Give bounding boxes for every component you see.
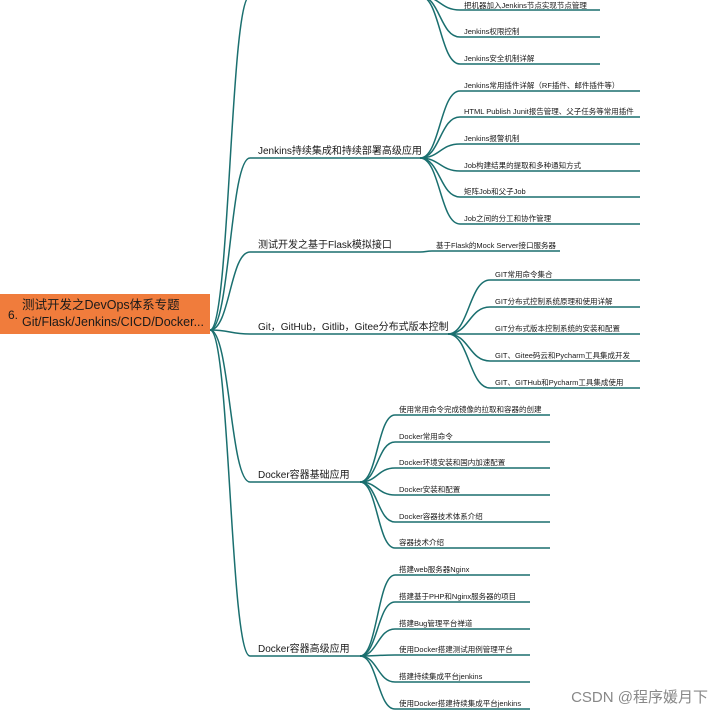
leaf-connector [359, 441, 396, 483]
leaf-connector [419, 250, 433, 253]
leaf-node[interactable]: 使用Docker搭建持续集成平台jenkins [399, 699, 522, 708]
leaf-connector [447, 333, 491, 362]
leaf-connector [419, 157, 461, 225]
leaf-connector [419, 90, 461, 159]
leaf-connector [447, 333, 491, 389]
leaf-connector [359, 655, 396, 683]
leaf-connector [419, 116, 461, 159]
root-title-line2: Git/Flask/Jenkins/CICD/Docker... [22, 315, 204, 329]
root-node[interactable]: 6. 测试开发之DevOps体系专题 Git/Flask/Jenkins/CIC… [0, 294, 210, 334]
leaf-node[interactable]: HTML Publish Junit报告管理、父子任务等常用插件 [464, 107, 634, 116]
root-connector [209, 157, 251, 331]
branch-docker-basic[interactable]: Docker容器基础应用 [258, 470, 350, 481]
leaf-node[interactable]: GIT分布式版本控制系统的安装和配置 [495, 324, 620, 333]
leaf-connector [428, 0, 461, 38]
root-connector [209, 251, 251, 331]
leaf-connector [359, 628, 396, 657]
root-connector [209, 329, 251, 483]
leaf-connector [359, 574, 396, 657]
leaf-node[interactable]: Jenkins常用插件详解（RF插件、邮件插件等） [464, 81, 620, 90]
leaf-connector [359, 481, 396, 549]
leaf-connector [433, 0, 461, 11]
leaf-node[interactable]: GIT、Gitee码云和Pycharm工具集成开发 [495, 351, 631, 360]
branch-flask-mock[interactable]: 测试开发之基于Flask模拟接口 [258, 240, 392, 251]
leaf-connector [447, 306, 491, 335]
leaf-node[interactable]: 搭建持续集成平台jenkins [399, 672, 483, 681]
leaf-node[interactable]: GIT、GITHub和Pycharm工具集成使用 [495, 378, 624, 387]
root-number: 6. [8, 308, 19, 322]
leaf-node[interactable]: GIT常用命令集合 [495, 270, 553, 279]
root-connector [209, 0, 248, 331]
root-connector [209, 329, 251, 335]
leaf-node[interactable]: 容器技术介绍 [399, 538, 444, 547]
leaf-connector [447, 279, 491, 335]
leaf-node[interactable]: 把机器加入Jenkins节点实现节点管理 [464, 1, 587, 10]
watermark: CSDN @程序媛月下 [571, 689, 708, 706]
branch-git-version-control[interactable]: Git，GitHub，Gitlib，Gitee分布式版本控制 [258, 322, 449, 333]
leaf-node[interactable]: Docker容器技术体系介绍 [399, 512, 483, 521]
leaf-node[interactable]: Docker安装和配置 [399, 485, 461, 494]
leaf-connector [359, 414, 396, 483]
leaf-node[interactable]: 矩阵Job和父子Job [464, 187, 526, 196]
branch-jenkins-advanced[interactable]: Jenkins持续集成和持续部署高级应用 [258, 146, 422, 157]
leaf-node[interactable]: Job之间的分工和协作管理 [464, 214, 552, 223]
leaf-connector [359, 601, 396, 657]
leaf-node[interactable]: 基于Flask的Mock Server接口服务器 [436, 241, 557, 250]
leaf-node[interactable]: 搭建基于PHP和Nginx服务器的项目 [399, 592, 517, 601]
leaf-node[interactable]: Docker环境安装和国内加速配置 [399, 458, 506, 467]
leaf-connector [359, 655, 396, 710]
leaf-node[interactable]: 使用常用命令完成镜像的拉取和容器的创建 [399, 405, 542, 414]
leaf-node[interactable]: GIT分布式控制系统原理和使用详解 [495, 297, 613, 306]
leaf-node[interactable]: 使用Docker搭建测试用例管理平台 [399, 645, 513, 654]
leaf-connector [426, 0, 461, 65]
leaf-node[interactable]: 搭建web服务器Nginx [399, 565, 470, 574]
leaf-node[interactable]: 搭建Bug管理平台禅道 [399, 619, 473, 628]
branch-docker-advanced[interactable]: Docker容器高级应用 [258, 644, 350, 655]
leaf-node[interactable]: Docker常用命令 [399, 432, 453, 441]
leaf-node[interactable]: Jenkins安全机制详解 [464, 54, 535, 63]
root-title-line1: 测试开发之DevOps体系专题 [22, 298, 180, 312]
leaf-node[interactable]: Jenkins报警机制 [464, 134, 520, 143]
root-connector [209, 329, 251, 657]
leaf-node[interactable]: Job构建结果的提取和多种通知方式 [464, 161, 582, 170]
leaf-node[interactable]: Jenkins权限控制 [464, 27, 520, 36]
